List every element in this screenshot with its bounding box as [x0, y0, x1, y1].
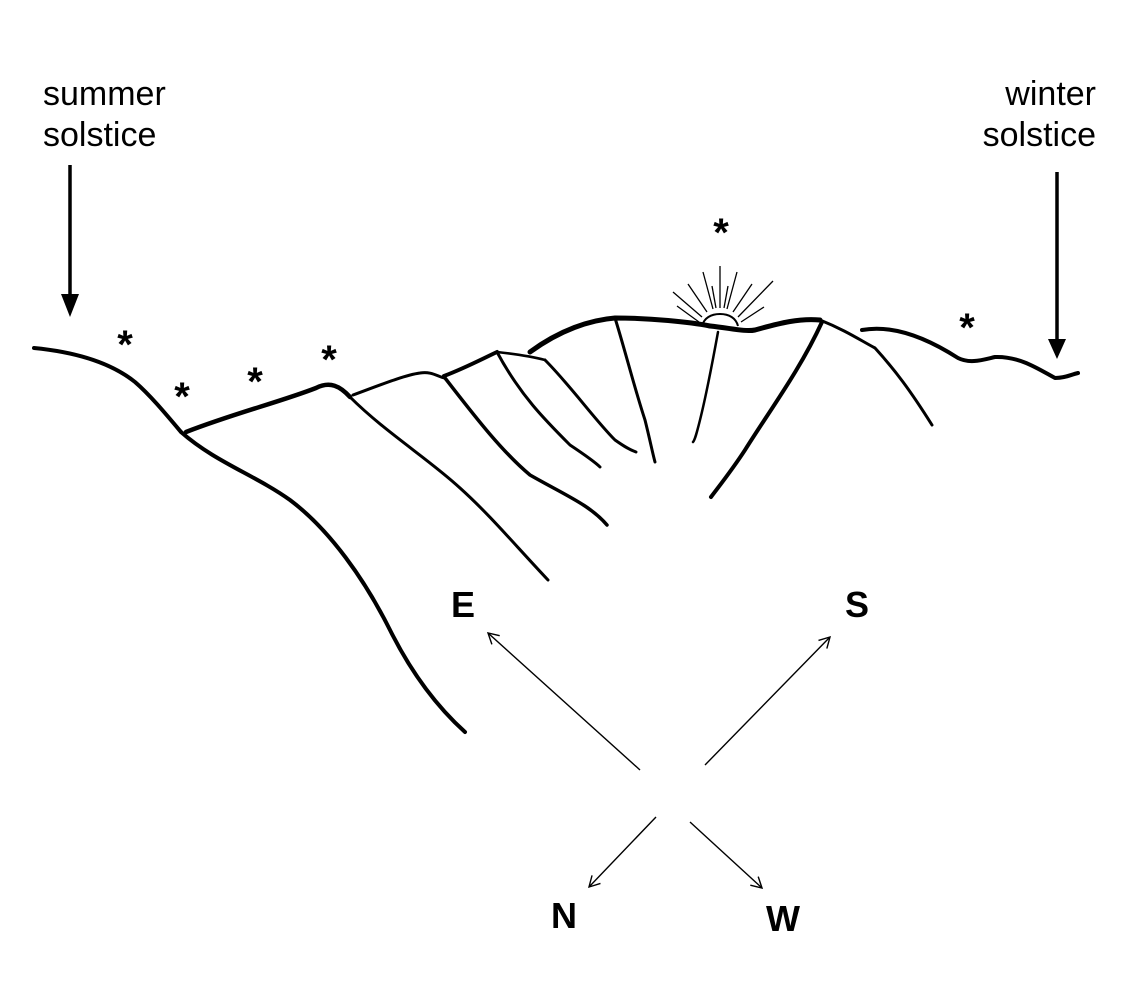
west-arrow-icon: [689, 821, 764, 889]
star-marker: *: [117, 323, 133, 367]
summer-solstice-label: summer solstice: [43, 74, 166, 156]
sun-icon: [672, 266, 774, 327]
south-arrow-icon: [704, 635, 832, 766]
summer-solstice-arrow-icon: [61, 165, 79, 317]
winter-label-line2: solstice: [982, 116, 1096, 154]
winter-solstice-label: winter solstice: [983, 74, 1096, 156]
summer-label-line1: summer: [43, 75, 166, 113]
compass-south-label: S: [845, 584, 869, 625]
compass-north-label: N: [551, 895, 577, 936]
star-marker: *: [959, 306, 975, 350]
horizon-ridgeline: [32, 315, 1080, 435]
ridge-slopes: [179, 316, 824, 734]
star-marker: *: [713, 211, 729, 255]
north-arrow-icon: [588, 816, 657, 889]
star-markers: * * * * * *: [117, 211, 975, 419]
summer-label-line2: solstice: [43, 116, 157, 154]
star-marker: *: [174, 375, 190, 419]
compass-west-label: W: [766, 898, 800, 939]
star-marker: *: [247, 360, 263, 404]
compass-east-label: E: [451, 584, 475, 625]
east-arrow-icon: [486, 632, 641, 771]
compass: E S N W: [451, 584, 869, 939]
star-marker: *: [321, 338, 337, 382]
winter-label-line1: winter: [1005, 75, 1096, 113]
winter-solstice-arrow-icon: [1048, 172, 1066, 359]
